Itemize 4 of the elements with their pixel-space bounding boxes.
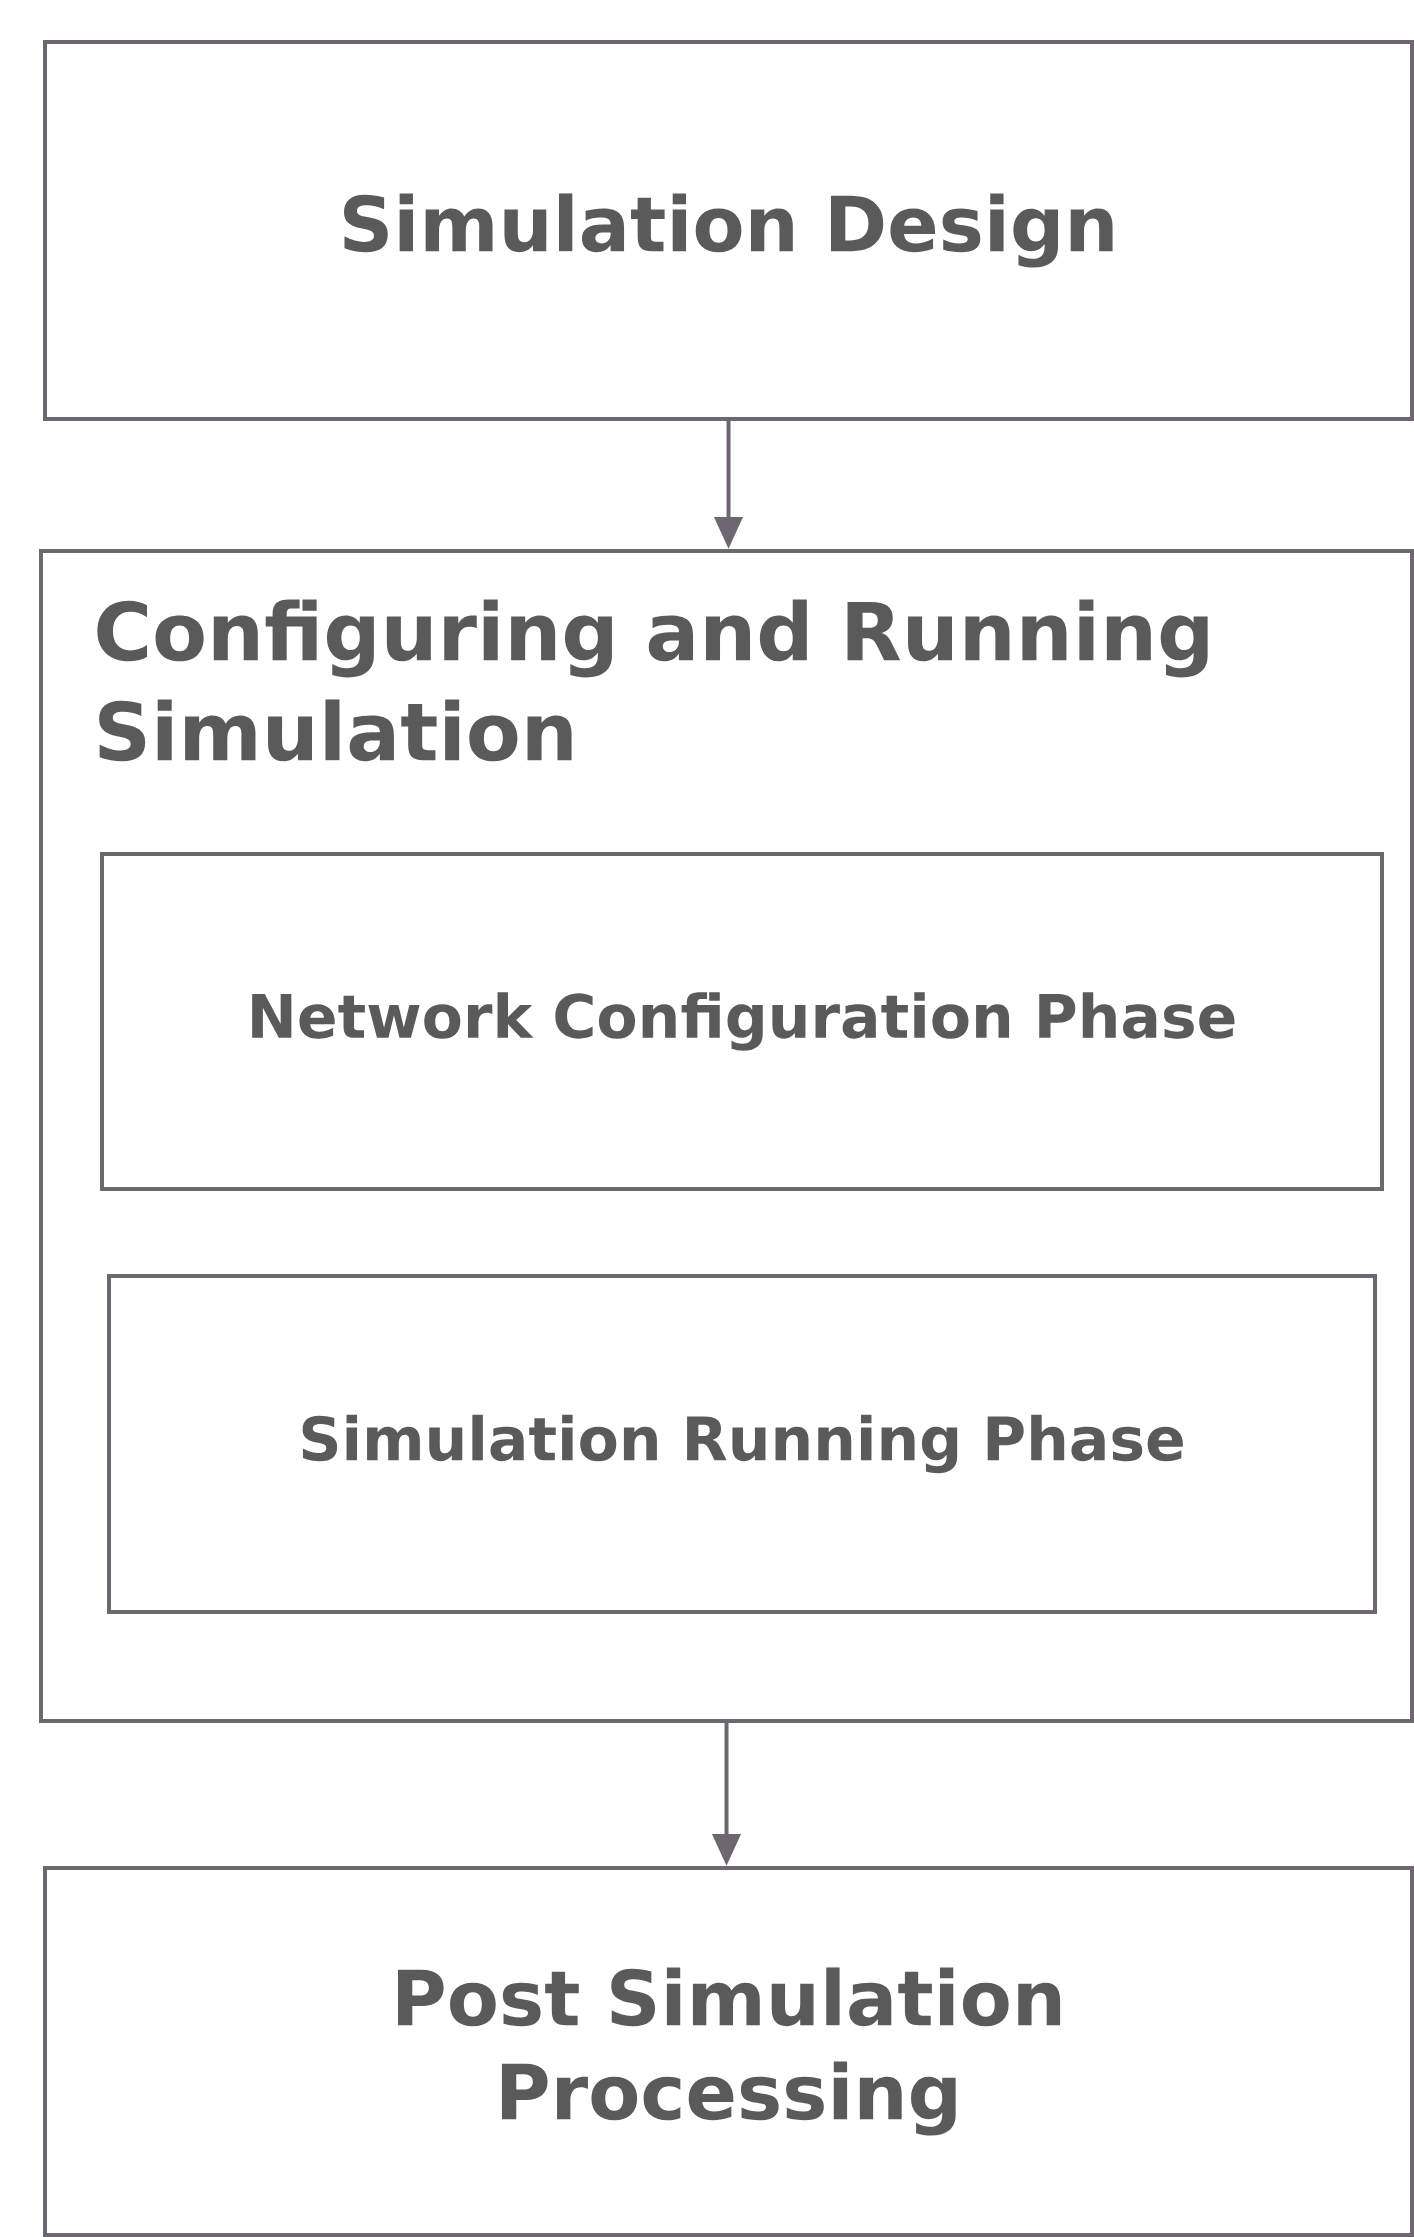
process-box: Network Configuration Phase bbox=[100, 852, 1384, 1191]
process-box: Simulation Running Phase bbox=[107, 1274, 1377, 1614]
process-box: Simulation Design bbox=[43, 40, 1414, 421]
process-box: Post Simulation Processing bbox=[43, 1866, 1414, 2237]
